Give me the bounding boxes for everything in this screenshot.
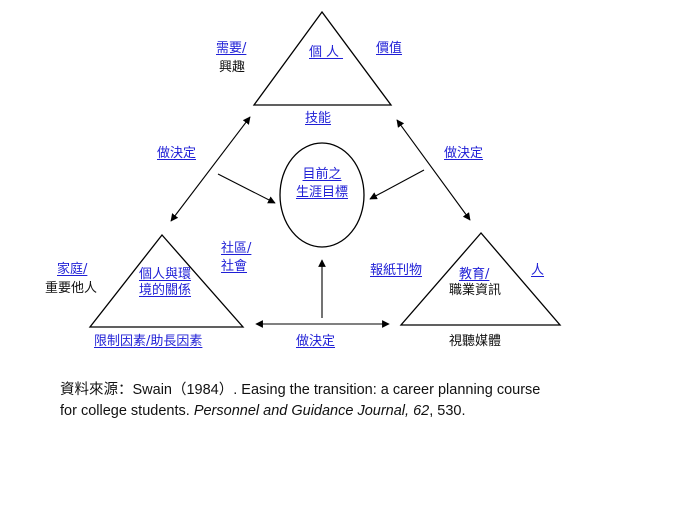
citation-prefix: 資料來源：	[60, 382, 133, 398]
left-triangle	[88, 233, 245, 328]
individual-label[interactable]: 個人	[309, 45, 344, 60]
newspapers-label[interactable]: 報紙刊物	[370, 263, 423, 278]
decision-label-left[interactable]: 做決定	[157, 146, 197, 161]
av-media-label: 視聽媒體	[449, 334, 502, 349]
decision-label-right[interactable]: 做決定	[444, 146, 484, 161]
constraints-label[interactable]: 限制因素/助長因素	[94, 334, 203, 349]
values-label[interactable]: 價值	[376, 41, 403, 56]
arrow-into-center-left	[217, 173, 276, 204]
person-env-line1[interactable]: 個人與環	[139, 267, 192, 282]
citation-authors: Swain（1984）. Easing the transition: a ca…	[132, 382, 541, 398]
needs-label[interactable]: 需要/	[216, 41, 247, 56]
career-info-label: 職業資訊	[449, 283, 502, 298]
citation: 資料來源：Swain（1984）. Easing the transition:…	[60, 380, 660, 422]
people-label[interactable]: 人	[531, 263, 545, 278]
significant-others-label: 重要他人	[45, 281, 98, 296]
diagram-shapes	[88, 10, 562, 328]
citation-end: , 530.	[429, 403, 466, 419]
right-triangle	[399, 232, 562, 326]
society-label[interactable]: 社會	[221, 259, 248, 274]
top-triangle	[252, 10, 393, 106]
person-env-line2[interactable]: 境的關係	[139, 283, 192, 298]
community-label[interactable]: 社區/	[221, 241, 252, 256]
citation-line2: for college students.	[60, 403, 194, 419]
arrow-upper-right	[396, 119, 471, 221]
education-label[interactable]: 教育/	[459, 267, 490, 282]
arrow-upper-left	[170, 116, 251, 222]
current-goal-line2[interactable]: 生涯目標	[295, 185, 348, 200]
center-circle	[279, 142, 365, 248]
family-label[interactable]: 家庭/	[57, 262, 88, 277]
decision-label-bottom[interactable]: 做決定	[296, 334, 336, 349]
skills-label[interactable]: 技能	[305, 111, 332, 126]
citation-journal: Personnel and Guidance Journal, 62	[193, 403, 430, 419]
arrow-into-center-right	[369, 169, 425, 200]
current-goal-line1[interactable]: 目前之	[302, 167, 342, 182]
interests-label: 興趣	[219, 60, 246, 75]
